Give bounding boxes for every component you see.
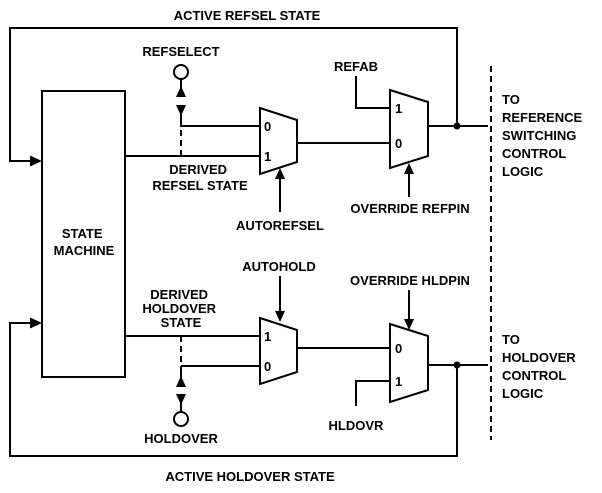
refselect-pin: [173, 64, 189, 80]
hldovr-label: HLDOVR: [329, 418, 385, 433]
mux-refsel-auto: [259, 106, 298, 176]
state-machine-input-arrow-bottom: [30, 317, 42, 329]
active-holdover-state-label: ACTIVE HOLDOVER STATE: [165, 469, 335, 484]
mux-holdover-override: [389, 322, 429, 404]
mux1-input-1: 1: [264, 149, 271, 164]
holdover-junction-dot: [453, 361, 461, 369]
hldovr-wire: [355, 380, 390, 406]
holdover-label: HOLDOVER: [144, 431, 218, 446]
mux-holdover-auto: [259, 316, 298, 386]
state-machine-label: STATE MACHINE: [54, 226, 115, 258]
to-reference-switching-label: TO REFERENCE SWITCHING CONTROL LOGIC: [502, 92, 586, 179]
mux2-input-0: 0: [395, 136, 402, 151]
derived-holdover-state-label: DERIVED HOLDOVER STATE: [142, 287, 219, 330]
override-hldpin-arrow: [404, 319, 414, 330]
refselect-label: REFSELECT: [142, 44, 219, 59]
autorefsel-arrow: [275, 168, 285, 179]
override-refpin-arrow: [404, 163, 414, 174]
mux2-input-1: 1: [395, 101, 402, 116]
active-refsel-state-label: ACTIVE REFSEL STATE: [174, 8, 321, 23]
mux3-input-1: 1: [264, 329, 271, 344]
state-machine-input-arrow-top: [30, 155, 42, 167]
holdover-pin: [173, 411, 189, 427]
holdover-path: [125, 335, 260, 427]
active-holdover-feedback-loop: [9, 317, 461, 457]
override-refpin-label: OVERRIDE REFPIN: [350, 201, 469, 216]
autorefsel-label: AUTOREFSEL: [236, 218, 324, 233]
mux4-input-0: 0: [395, 341, 402, 356]
override-hldpin-label: OVERRIDE HLDPIN: [350, 273, 470, 288]
mux1-input-0: 0: [264, 119, 271, 134]
derived-refsel-state-label: DERIVED REFSEL STATE: [152, 162, 248, 193]
refab-label: REFAB: [334, 59, 378, 74]
mux-refsel-override: [389, 88, 429, 170]
refab-wire: [355, 76, 390, 109]
mux3-input-0: 0: [264, 359, 271, 374]
autohold-label: AUTOHOLD: [242, 259, 315, 274]
to-holdover-control-label: TO HOLDOVER CONTROL LOGIC: [502, 332, 579, 401]
autohold-arrow: [275, 311, 285, 322]
state-machine-block: [41, 90, 126, 378]
refselect-path: [125, 64, 260, 157]
mux4-input-1: 1: [395, 374, 402, 389]
